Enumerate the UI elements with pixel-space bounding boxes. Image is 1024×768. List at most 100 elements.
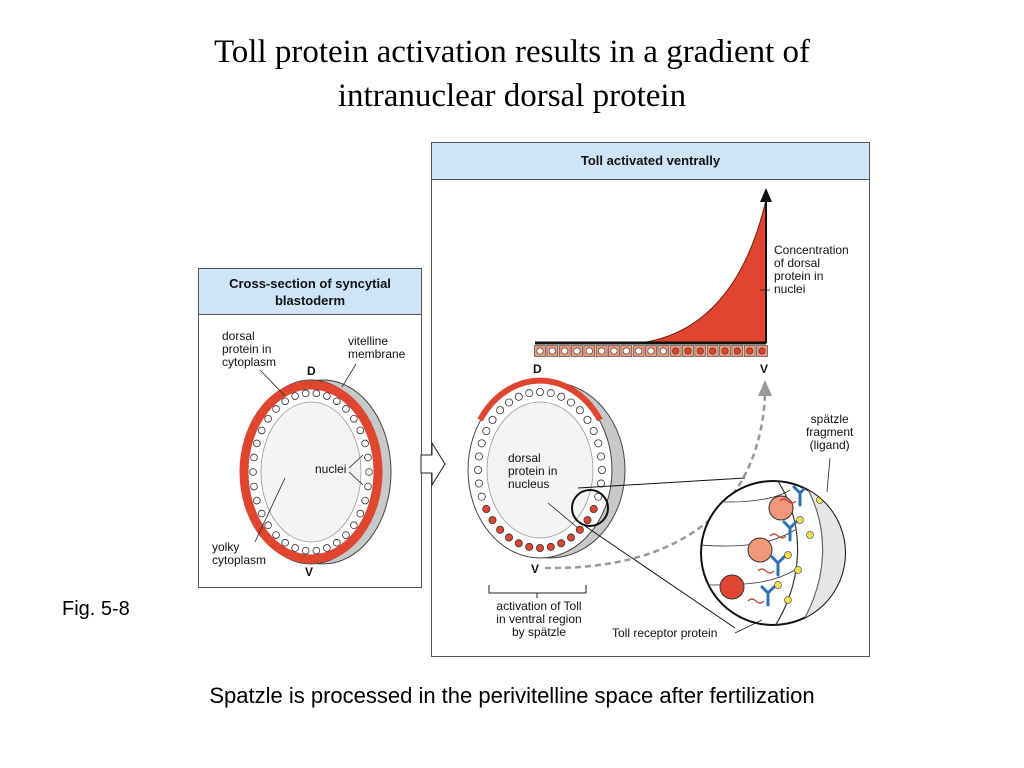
graph-nucleus xyxy=(635,347,643,355)
graph-nucleus xyxy=(746,347,754,355)
spatzle-ligand xyxy=(784,596,792,604)
graph-nucleus xyxy=(536,347,544,355)
graph-nucleus xyxy=(598,347,606,355)
left-nucleus xyxy=(301,546,310,555)
right-nucleus xyxy=(477,439,486,448)
right-embryo xyxy=(467,377,772,629)
left-nucleus xyxy=(365,468,373,476)
right-nucleus xyxy=(525,389,534,398)
left-nucleus xyxy=(323,544,331,552)
spatzle-ligand xyxy=(794,566,802,574)
cross-section-panel-header: Cross-section of syncytial blastoderm xyxy=(199,269,421,315)
right-nucleus xyxy=(557,392,566,401)
dorsal-protein-band xyxy=(477,377,603,422)
left-nucleus xyxy=(257,426,266,435)
left-nucleus xyxy=(264,414,272,423)
left-nucleus xyxy=(361,439,369,448)
slide-title: Toll protein activation results in a gra… xyxy=(0,30,1024,118)
graph-nucleus xyxy=(721,347,729,355)
right-nucleus xyxy=(567,533,576,542)
plasma-membrane xyxy=(764,481,799,625)
right-nucleus xyxy=(474,479,483,488)
right-nucleus xyxy=(488,516,497,525)
spatzle-ligand xyxy=(796,516,804,524)
right-nuclei-ring xyxy=(473,377,607,553)
spatzle-ligand xyxy=(806,531,814,539)
left-nucleus xyxy=(356,426,365,435)
right-nucleus xyxy=(546,542,555,551)
right-nucleus xyxy=(575,525,584,534)
graph-ventral-marker: V xyxy=(760,362,769,376)
right-nucleus xyxy=(525,542,534,551)
right-nucleus xyxy=(597,479,606,488)
left-nucleus xyxy=(257,509,266,518)
conc-line2: of dorsal xyxy=(774,256,821,270)
toll-receptors xyxy=(747,481,824,607)
spatzle-line2: fragment xyxy=(806,425,854,439)
graph-nucleus xyxy=(709,347,717,355)
nuclei-label: nuclei xyxy=(315,462,347,476)
graph-nucleus xyxy=(585,347,593,355)
yolky-cytoplasm xyxy=(260,401,362,543)
right-nucleus xyxy=(482,504,491,513)
right-nucleus xyxy=(583,415,592,424)
dorsal-cytoplasm-line2: protein in xyxy=(222,342,272,356)
right-nucleus xyxy=(504,398,513,407)
left-nucleus xyxy=(249,468,257,476)
graph-nucleus xyxy=(573,347,581,355)
left-dorsal-marker: D xyxy=(307,364,316,378)
left-nucleus xyxy=(364,453,372,462)
toll-receptor xyxy=(770,555,786,577)
right-nucleus xyxy=(597,452,606,461)
spatzle-line1: spätzle xyxy=(810,412,849,426)
dorsal-cytoplasm-line3: cytoplasm xyxy=(222,355,277,369)
left-nucleus xyxy=(361,496,369,505)
cross-section-header-line1: Cross-section of syncytial xyxy=(229,276,391,291)
left-nucleus xyxy=(250,482,258,491)
right-nucleus xyxy=(557,539,566,548)
left-nucleus xyxy=(364,482,372,491)
ventral-region-bracket xyxy=(488,585,587,594)
right-nucleus xyxy=(496,406,505,415)
left-nucleus xyxy=(281,538,289,547)
dorsal-nuc-line3: nucleus xyxy=(508,477,550,491)
left-nucleus xyxy=(350,521,358,530)
graph-dorsal-marker: D xyxy=(533,362,542,376)
graph-nucleus xyxy=(647,347,655,355)
spatzle-ligand xyxy=(774,581,782,589)
left-nuclei-ring xyxy=(249,389,373,555)
yolky-cytoplasm-label: yolky cytoplasm xyxy=(212,541,266,567)
right-nucleus xyxy=(473,465,482,474)
dorsal-nuc-line2: protein in xyxy=(508,464,558,478)
graph-nuclei-row xyxy=(534,345,768,357)
toll-receptor xyxy=(782,520,798,542)
right-nucleus xyxy=(482,426,491,435)
left-nucleus xyxy=(291,544,299,552)
concentration-label: Concentration of dorsal protein in nucle… xyxy=(774,244,849,296)
left-ventral-marker: V xyxy=(305,565,314,579)
activation-line2: in ventral region xyxy=(496,612,582,626)
right-yolk xyxy=(486,401,594,539)
right-embryo-ventral-marker: V xyxy=(531,562,540,576)
left-nucleus xyxy=(312,389,321,398)
dorsal-cytoplasm-line1: dorsal xyxy=(222,329,255,343)
zoom-source-circle xyxy=(571,489,609,527)
spatzle-fragment-label: spätzle fragment (ligand) xyxy=(806,413,853,452)
activation-squiggle xyxy=(779,498,797,504)
left-nucleus xyxy=(356,509,365,518)
conc-line4: nuclei xyxy=(774,282,806,296)
left-nucleus xyxy=(291,392,299,400)
toll-receptor-label: Toll receptor protein xyxy=(612,626,718,640)
activation-line1: activation of Toll xyxy=(496,599,582,613)
graph-nucleus xyxy=(758,347,766,355)
activation-squiggle xyxy=(747,598,765,604)
right-nucleus xyxy=(536,544,545,553)
left-nucleus xyxy=(350,414,358,423)
slide-title-line1: Toll protein activation results in a gra… xyxy=(213,34,811,70)
right-nucleus xyxy=(496,525,505,534)
right-nucleus xyxy=(583,516,592,525)
activation-label: activation of Toll in ventral region by … xyxy=(484,600,594,639)
figure-number: Fig. 5-8 xyxy=(62,598,130,620)
left-nucleus xyxy=(333,538,341,547)
